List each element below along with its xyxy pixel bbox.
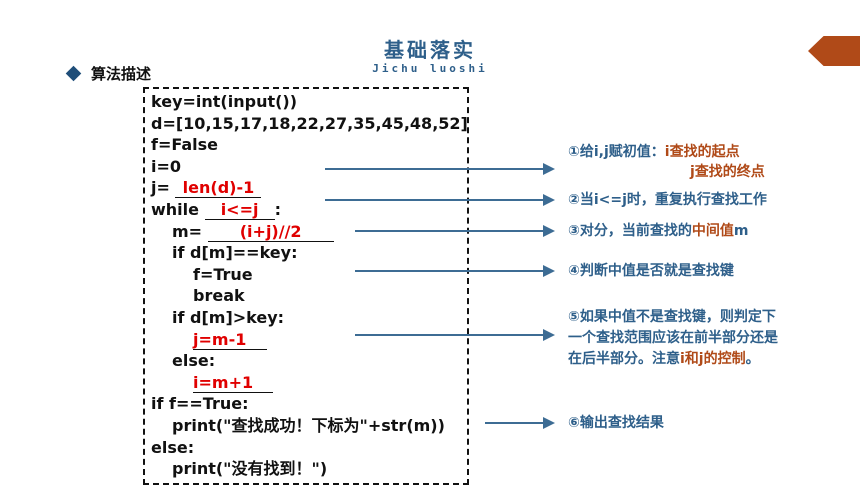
code-line: i=0: [151, 156, 182, 176]
section-header: 算法描述: [65, 63, 152, 83]
code-line: f=False: [151, 135, 219, 155]
note-2: ②当i<=j时，重复执行查找工作: [568, 192, 767, 208]
code-line: else:: [151, 437, 195, 457]
section-label: 算法描述: [91, 64, 152, 83]
corner-arrow-icon: [808, 36, 860, 66]
answer-blank: i=m+1: [193, 373, 273, 393]
code-line: j=m-1: [151, 329, 468, 351]
arrow-icon: [325, 163, 555, 175]
note-5-line2: 一个查找范围应该在前半部分还是: [568, 330, 778, 346]
note-5-line1: ⑤如果中值不是查找键，则判定下: [568, 309, 776, 325]
code-line: d=[10,15,17,18,22,27,35,45,48,52]: [151, 113, 468, 133]
answer-blank: j=m-1: [193, 330, 267, 350]
code-line: break: [193, 286, 245, 306]
code-listing: key=int(input()) d=[10,15,17,18,22,27,35…: [151, 91, 468, 480]
code-line: print("查找成功！下标为"+str(m)): [172, 415, 445, 435]
code-line: if d[m]>key:: [172, 307, 285, 327]
page-title: 基础落实: [384, 38, 476, 62]
arrow-icon: [485, 417, 555, 429]
arrow-icon: [355, 329, 555, 341]
page-subtitle: Jichu luoshi: [372, 62, 488, 75]
code-line: if d[m]==key:: [172, 243, 298, 263]
note-1: ①给i,j赋初值：i查找的起点: [568, 144, 740, 160]
answer-blank: (i+j)//2: [207, 222, 334, 242]
arrow-icon: [355, 265, 555, 277]
answer-blank: len(d)-1: [175, 179, 262, 199]
code-line: i=m+1: [151, 372, 468, 394]
code-line: while i<=j:: [151, 199, 281, 220]
diamond-bullet-icon: [65, 65, 82, 81]
note-3: ③对分，当前查找的中间值m: [568, 223, 749, 239]
note-4: ④判断中值是否就是查找键: [568, 263, 734, 279]
code-line: print("没有找到！"): [172, 459, 328, 479]
arrow-icon: [355, 225, 555, 237]
note-1-line2: j查找的终点: [690, 164, 765, 180]
note-5-line3: 在后半部分。注意i和j的控制。: [568, 351, 760, 367]
answer-blank: i<=j: [204, 200, 275, 220]
code-line: key=int(input()): [151, 92, 298, 111]
code-line: if f==True:: [151, 394, 249, 414]
code-line: m= (i+j)//2: [151, 221, 468, 243]
code-line: j= len(d)-1: [151, 177, 468, 199]
note-6: ⑥输出查找结果: [568, 415, 664, 431]
code-line: f=True: [193, 264, 253, 284]
arrow-icon: [325, 194, 555, 206]
code-line: else:: [172, 351, 216, 371]
